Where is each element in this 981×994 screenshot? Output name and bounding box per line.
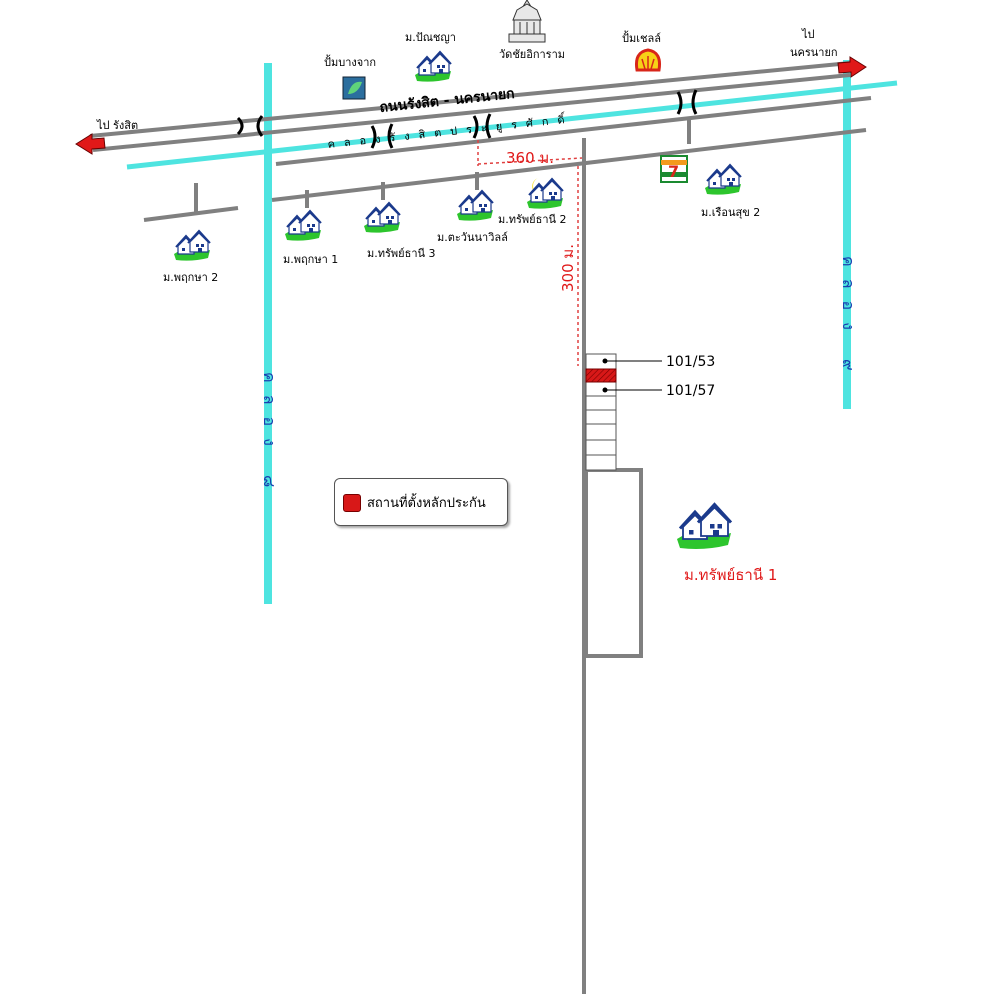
village-tawanna-label: ม.ตะวันนาวิลล์ — [437, 231, 508, 244]
plot-b-label: 101/57 — [666, 383, 715, 399]
village-supthani3-label: ม.ทรัพย์ธานี 3 — [367, 247, 436, 260]
plot-a-label: 101/53 — [666, 354, 715, 370]
bridge-icon-4 — [676, 89, 698, 115]
highway-line-top — [89, 61, 851, 138]
direction-right-label-2: นครนายก — [790, 46, 838, 59]
direction-right-label-1: ไป — [801, 28, 815, 41]
village-ruenruk2-icon — [704, 164, 742, 196]
village-supthani1-icon — [675, 503, 733, 551]
village-pruksa2-icon — [173, 230, 211, 262]
temple-label: วัดชัยอิการาม — [499, 48, 565, 61]
bangchak-gas-label: ปั้มบางจาก — [324, 54, 376, 69]
distance-line-horizontal — [477, 157, 583, 165]
village-supthani2-icon — [526, 178, 564, 210]
frontage-road-1 — [275, 96, 872, 166]
side-road-left — [143, 206, 239, 222]
legend-label: สถานที่ตั้งหลักประกัน — [367, 496, 486, 511]
village-pruksa1-icon — [284, 210, 322, 242]
distance-label-vertical: 300 ม. — [559, 244, 577, 292]
village-tawanna-icon — [456, 190, 494, 222]
village-ruenruk2-label: ม.เรือนสุข 2 — [701, 206, 760, 219]
village-pruksa1-label: ม.พฤกษา 1 — [283, 253, 338, 266]
bridge-icon-3 — [472, 113, 492, 139]
village-panchaya-icon — [414, 51, 452, 83]
legend: สถานที่ตั้งหลักประกัน — [334, 478, 508, 526]
village-supthani2-label: ม.ทรัพย์ธานี 2 — [498, 213, 567, 226]
canal-9-label: คลอง ๙ — [839, 256, 858, 383]
shell-gas-icon — [635, 48, 661, 72]
village-panchaya-label: ม.ปัณชญา — [405, 31, 456, 44]
collateral-plot-marker — [585, 368, 617, 383]
arrow-left-icon — [75, 133, 106, 155]
direction-left-label: ไป รังสิต — [96, 119, 138, 132]
svg-text:7: 7 — [668, 162, 679, 181]
village-supthani3-icon — [363, 202, 401, 234]
temple-icon — [508, 0, 546, 43]
distance-label-horizontal: 360 ม. — [506, 149, 554, 167]
highway-line-bottom — [92, 73, 851, 152]
bangchak-gas-icon — [342, 76, 366, 100]
frontage-road-2 — [271, 128, 867, 202]
bridge-icon — [236, 115, 264, 137]
arrow-right-icon — [837, 56, 867, 78]
village-supthani1-label: ม.ทรัพย์ธานี 1 — [684, 566, 777, 584]
bridge-icon-2 — [370, 123, 394, 149]
canal-8-label: คลอง ๘ — [260, 372, 279, 499]
land-parcel — [584, 468, 643, 658]
seven-eleven-icon: 7 — [660, 155, 688, 183]
village-pruksa2-label: ม.พฤกษา 2 — [163, 271, 218, 284]
legend-swatch — [343, 494, 361, 512]
shell-gas-label: ปั้มเชลล์ — [622, 30, 661, 45]
canal-main — [126, 80, 898, 170]
